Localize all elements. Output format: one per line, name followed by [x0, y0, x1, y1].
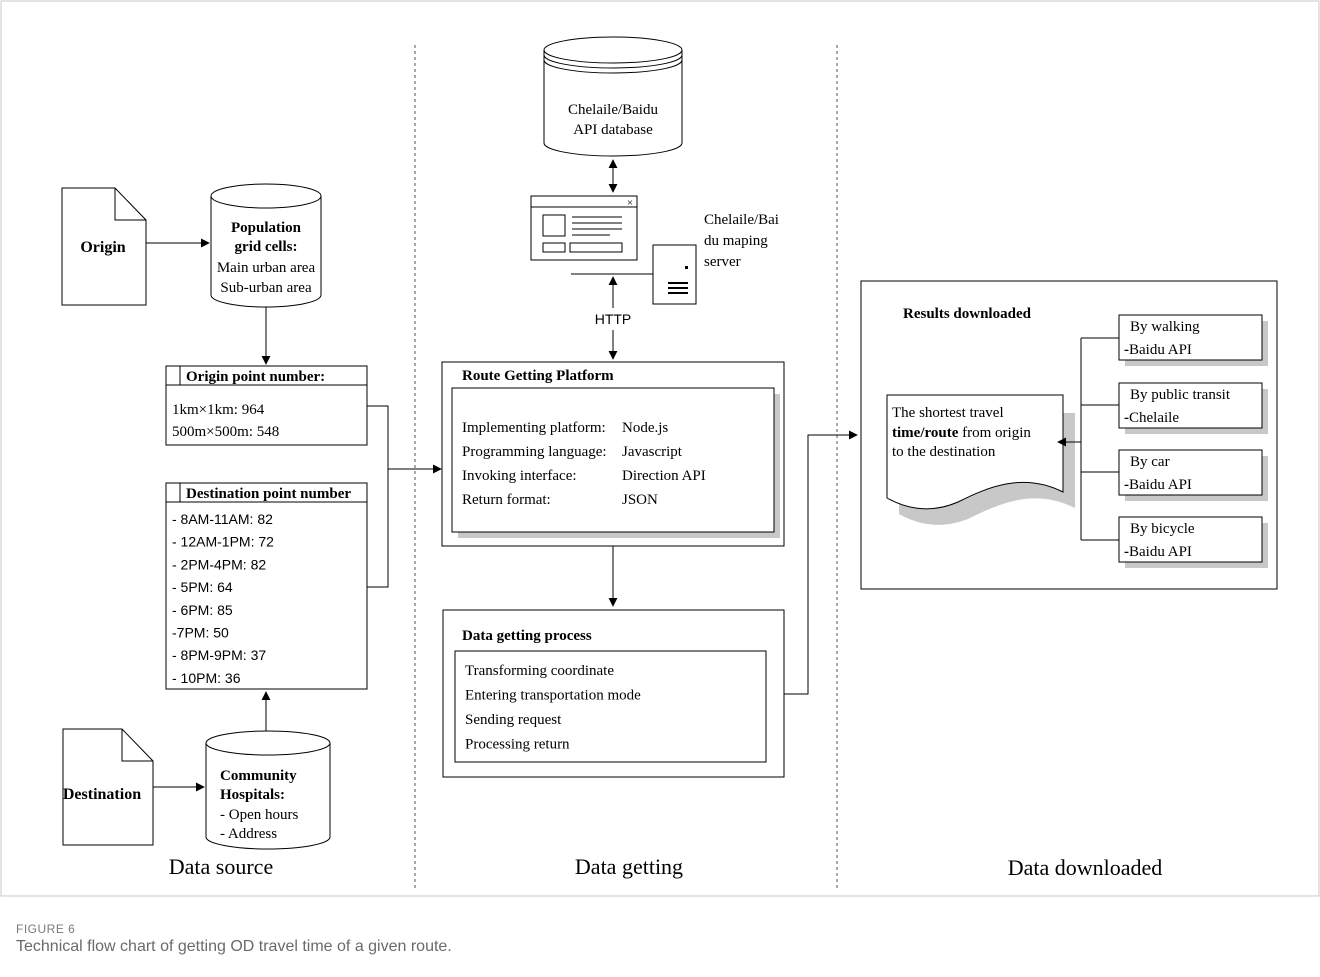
dest-item: - 2PM-4PM: 82: [172, 556, 266, 572]
platform-title: Route Getting Platform: [462, 368, 614, 384]
browser-window-icon: ×: [530, 195, 638, 261]
route-platform-box: Route Getting Platform Implementing plat…: [441, 361, 785, 547]
mode-api: -Baidu API: [1124, 544, 1192, 560]
origin-point-box: Origin point number: 1km×1km: 964 500m×50…: [165, 365, 368, 446]
mode-box: By walking -Baidu API: [1118, 314, 1268, 366]
hospital-title-1: Community: [220, 768, 297, 784]
platform-row-value: Direction API: [622, 468, 706, 484]
mode-name: By public transit: [1130, 387, 1231, 403]
mode-box: By car -Baidu API: [1118, 449, 1268, 501]
dest-item: - 6PM: 85: [172, 602, 233, 618]
origin-label: Origin: [80, 239, 125, 256]
mode-box: By public transit -Chelaile: [1118, 382, 1268, 434]
doc-line-1: The shortest travel: [892, 405, 1004, 421]
figure-label: FIGURE 6: [16, 922, 76, 936]
section-title-data-source: Data source: [169, 854, 273, 879]
dest-items: - 8AM-11AM: 82 - 12AM-1PM: 72 - 2PM-4PM: 8…: [172, 511, 274, 686]
hospital-title-2: Hospitals:: [220, 787, 285, 803]
dest-item: - 5PM: 64: [172, 579, 233, 595]
platform-row-key: Implementing platform:: [462, 420, 606, 436]
api-database: Chelaile/Baidu API database: [543, 36, 683, 157]
platform-row-key: Invoking interface:: [462, 468, 577, 484]
mode-api: -Baidu API: [1124, 477, 1192, 493]
platform-row-value: Javascript: [622, 444, 683, 460]
platform-row-key: Programming language:: [462, 444, 607, 460]
population-line-1: Main urban area: [217, 260, 316, 276]
doc-line-3: to the destination: [892, 444, 996, 460]
connector-boxes-to-platform: [367, 405, 389, 588]
population-database: Population grid cells: Main urban area S…: [210, 183, 322, 308]
figure-caption: Technical flow chart of getting OD trave…: [16, 938, 452, 955]
origin-box-title: Origin point number:: [186, 369, 325, 385]
process-step: Transforming coordinate: [465, 663, 614, 679]
population-title-1: Population: [231, 220, 302, 236]
section-title-data-downloaded: Data downloaded: [1008, 855, 1163, 880]
origin-item: 500m×500m: 548: [172, 424, 279, 440]
mode-api: -Chelaile: [1124, 410, 1179, 426]
dest-item: - 10PM: 36: [172, 670, 241, 686]
mode-box: By bicycle -Baidu API: [1118, 516, 1268, 568]
mode-name: By bicycle: [1130, 521, 1195, 537]
platform-row-value: Node.js: [622, 420, 668, 436]
platform-row-key: Return format:: [462, 492, 551, 508]
dest-item: - 8AM-11AM: 82: [172, 511, 273, 527]
process-step: Sending request: [465, 712, 562, 728]
origin-document: Origin: [61, 187, 147, 306]
destination-point-box: Destination point number - 8AM-11AM: 82-…: [165, 482, 368, 690]
platform-row-value: JSON: [622, 492, 658, 508]
doc-line-2: time/route from origin: [892, 425, 1031, 441]
dest-item: - 8PM-9PM: 37: [172, 647, 266, 663]
server-icon: [571, 244, 697, 305]
mode-name: By car: [1130, 454, 1170, 470]
process-step: Processing return: [465, 737, 570, 753]
server-line-2: du maping: [704, 233, 768, 249]
population-title-2: grid cells:: [235, 239, 298, 255]
origin-item: 1km×1km: 964: [172, 402, 265, 418]
server-line-1: Chelaile/Bai: [704, 212, 779, 228]
dest-item: -7PM: 50: [172, 625, 229, 641]
destination-document: Destination: [62, 728, 154, 846]
connector-process-to-results: [784, 430, 858, 695]
mode-name: By walking: [1130, 319, 1200, 335]
platform-rows: Implementing platform: Node.jsProgramming…: [462, 420, 706, 508]
hospital-line-1: - Open hours: [220, 807, 298, 823]
window-close-icon: ×: [627, 197, 633, 209]
hospital-line-2: - Address: [220, 826, 277, 842]
destination-label: Destination: [63, 786, 141, 803]
server-line-3: server: [704, 254, 741, 270]
db-line-2: API database: [573, 122, 653, 138]
hospital-database: Community Hospitals: - Open hours - Addr…: [205, 730, 331, 850]
mode-boxes: By walking -Baidu API By public transit -Ch…: [1118, 314, 1268, 568]
mode-api: -Baidu API: [1124, 342, 1192, 358]
process-step: Entering transportation mode: [465, 688, 641, 704]
http-label: HTTP: [595, 311, 632, 327]
section-title-data-getting: Data getting: [575, 854, 683, 879]
dest-item: - 12AM-1PM: 72: [172, 534, 274, 550]
db-line-1: Chelaile/Baidu: [568, 102, 658, 118]
process-title: Data getting process: [462, 628, 592, 644]
dest-box-title: Destination point number: [186, 486, 351, 502]
data-process-box: Data getting process Transforming coordi…: [442, 609, 785, 778]
results-title: Results downloaded: [903, 306, 1032, 322]
results-box: Results downloaded The shortest travel t…: [860, 280, 1278, 590]
population-line-2: Sub-urban area: [220, 280, 312, 296]
